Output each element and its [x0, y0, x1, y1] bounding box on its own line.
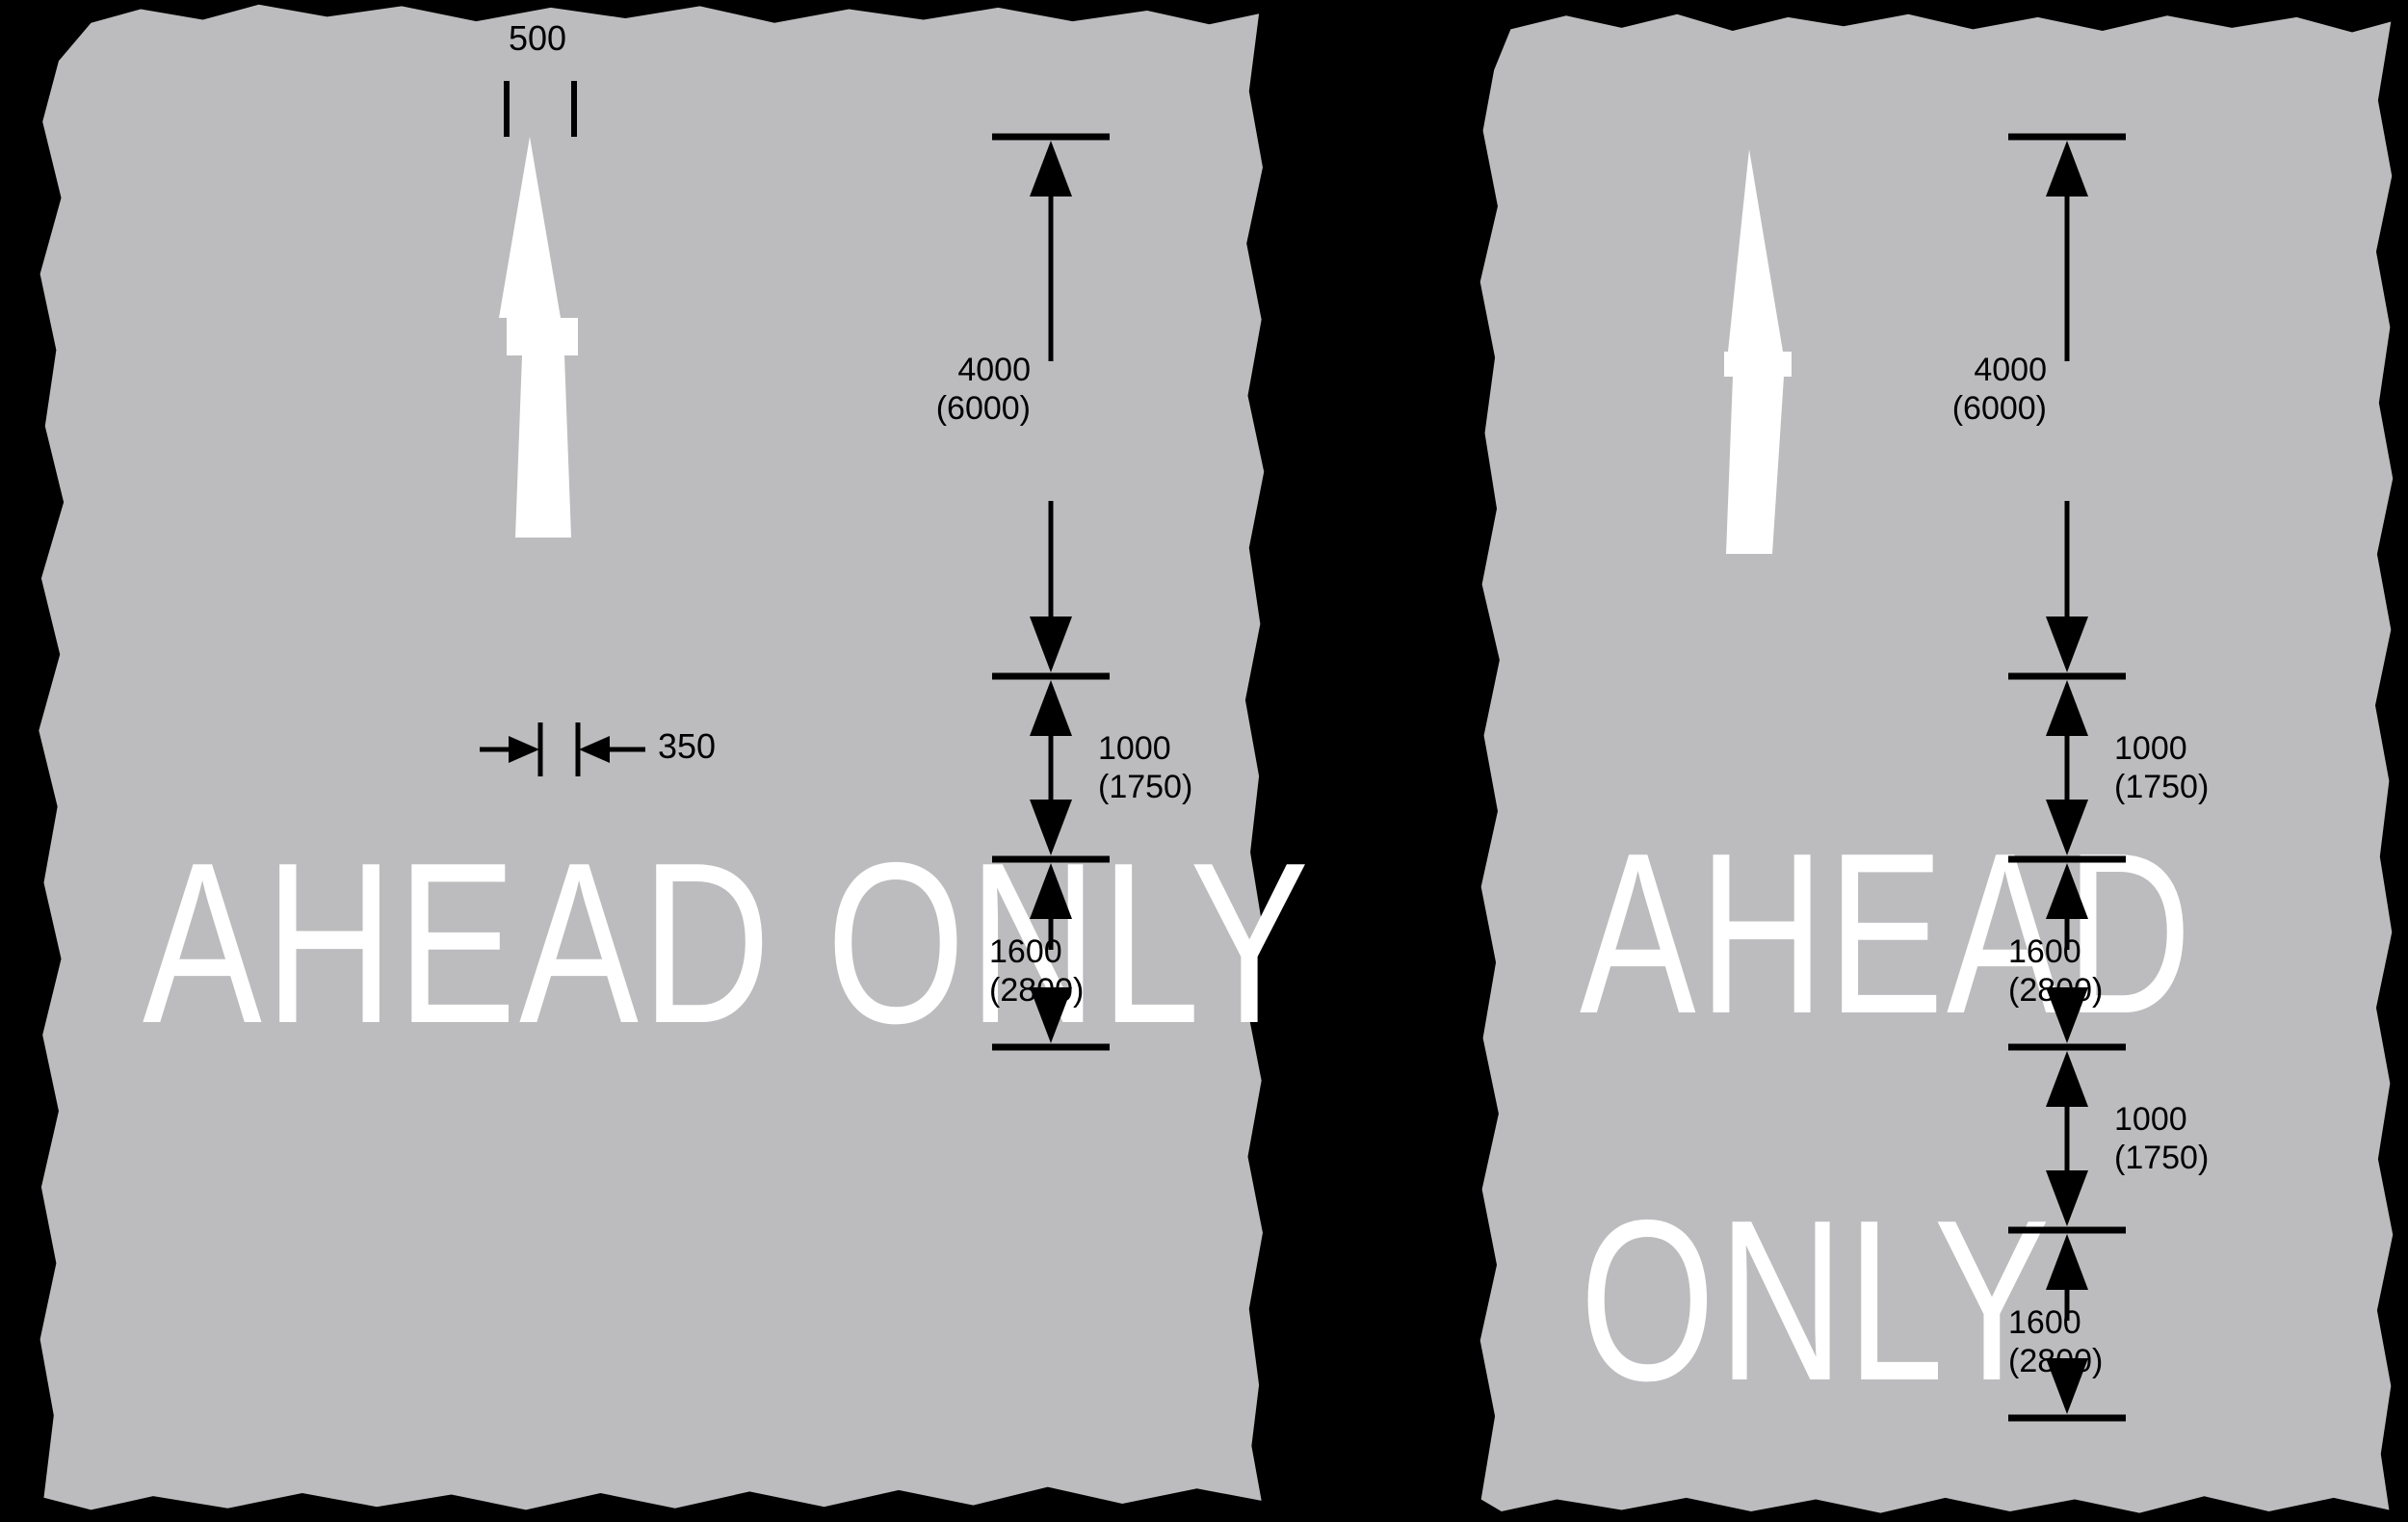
- dimension-label-4000: 4000 (6000): [935, 352, 1031, 428]
- dimension-label-1600-right-b: 1600 (2800): [2008, 1304, 2104, 1380]
- dimension-label-1000: 1000 (1750): [1098, 730, 1193, 806]
- arrow-shaft-width-label: 350: [658, 726, 717, 766]
- road-legend-line-1: AHEAD ONLY: [143, 816, 1313, 1071]
- arrow-shaft-width-dimension: [480, 722, 645, 776]
- dimension-label-1600: 1600 (2800): [989, 933, 1085, 1010]
- dimension-chain-right: [2008, 133, 2126, 1422]
- road-panel-single-line: [39, 4, 1265, 1510]
- arrow-head-width-label: 500: [509, 18, 567, 58]
- arrow-head-width-ticks: [504, 81, 577, 137]
- dimension-chain-left: [992, 133, 1110, 1051]
- dimension-label-4000-right: 4000 (6000): [1951, 352, 2047, 428]
- straight-ahead-arrow-right: [1724, 149, 1792, 554]
- road-legend-line-2-right: ONLY: [1580, 1173, 2054, 1429]
- dimension-label-1000-right-b: 1000 (1750): [2114, 1101, 2210, 1177]
- dimension-label-1000-right-a: 1000 (1750): [2114, 730, 2210, 806]
- straight-ahead-arrow-left: [499, 137, 578, 538]
- road-panel-two-line: [1479, 13, 2394, 1513]
- dimension-label-1600-right-a: 1600 (2800): [2008, 933, 2104, 1010]
